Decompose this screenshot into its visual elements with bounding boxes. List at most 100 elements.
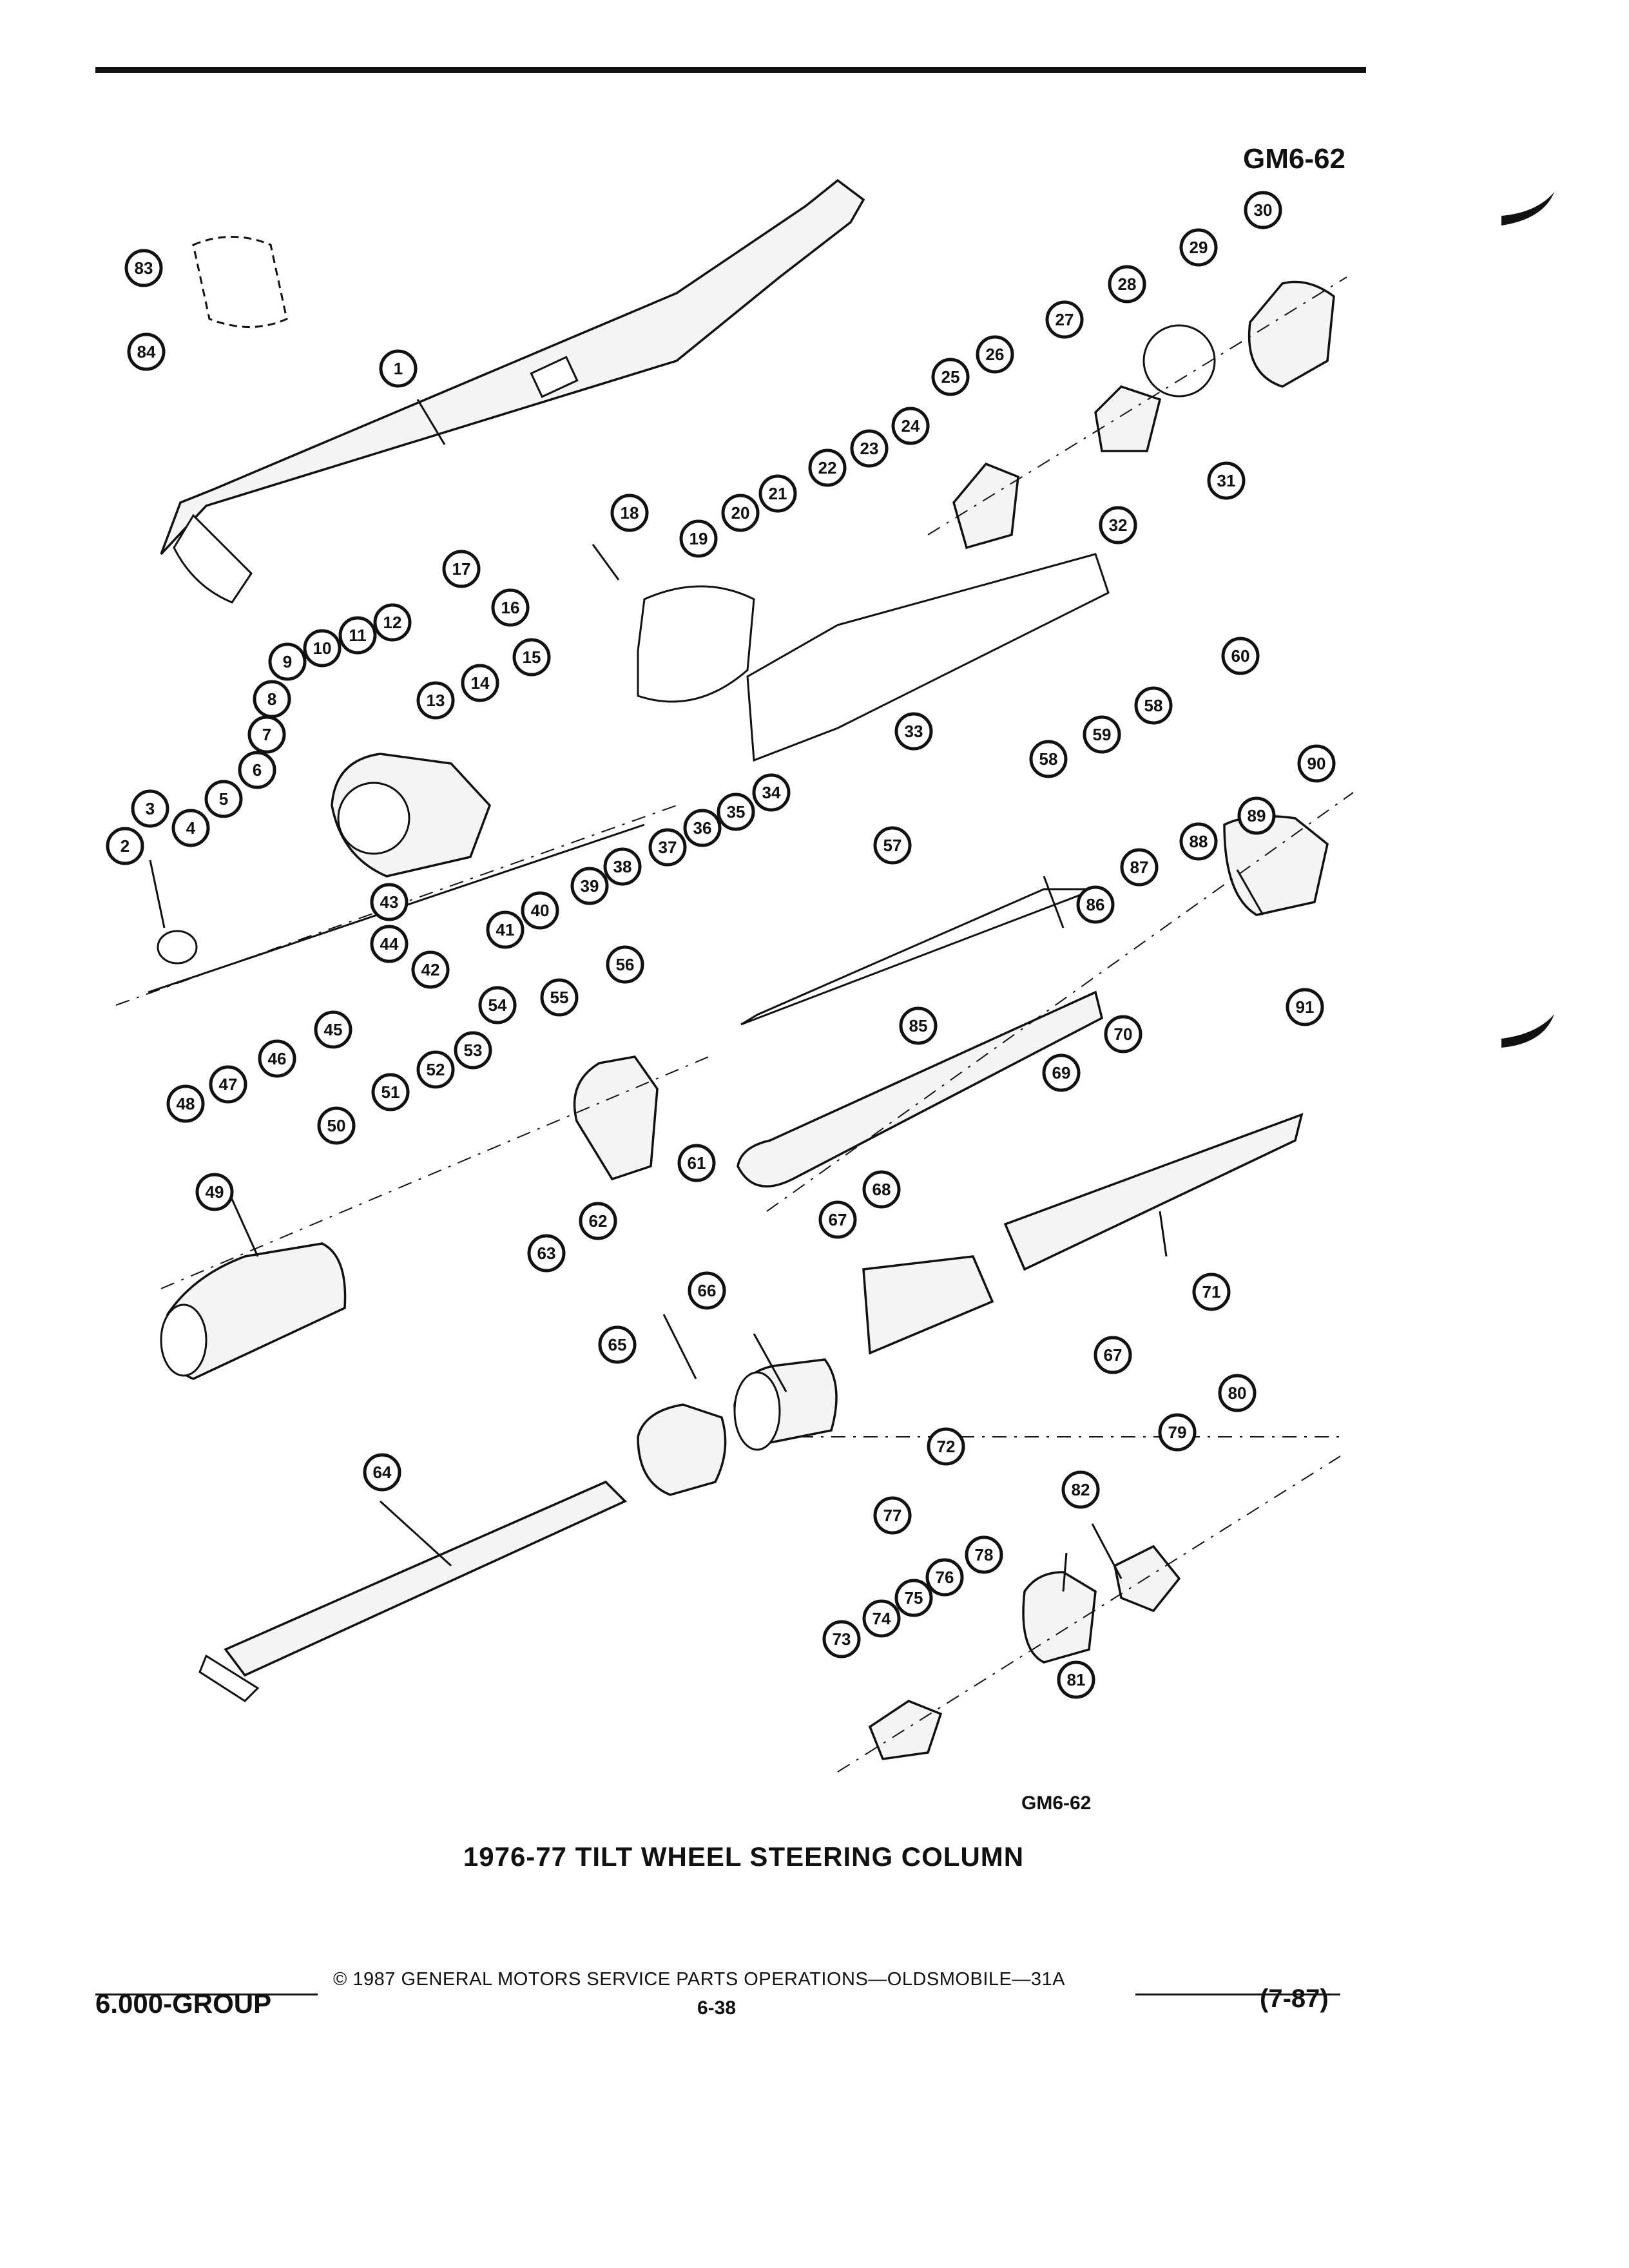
- svg-text:9: 9: [283, 652, 292, 671]
- svg-text:58: 58: [1144, 696, 1163, 715]
- callout-39: 39: [570, 867, 609, 905]
- svg-text:25: 25: [941, 367, 960, 387]
- svg-text:71: 71: [1202, 1282, 1221, 1302]
- callout-71: 71: [1192, 1273, 1231, 1311]
- callout-21: 21: [758, 474, 797, 513]
- svg-text:46: 46: [268, 1049, 287, 1068]
- callout-13: 13: [416, 681, 455, 720]
- callout-58b: 58: [1134, 686, 1173, 725]
- callout-29: 29: [1179, 228, 1218, 267]
- callout-16: 16: [491, 588, 530, 627]
- svg-text:57: 57: [883, 836, 902, 855]
- svg-text:75: 75: [905, 1588, 923, 1608]
- svg-text:29: 29: [1190, 238, 1208, 257]
- svg-text:76: 76: [936, 1568, 954, 1587]
- callout-15: 15: [512, 638, 551, 677]
- callout-60: 60: [1221, 637, 1260, 675]
- callout-83: 83: [124, 249, 163, 287]
- callout-4: 4: [171, 809, 210, 847]
- svg-text:84: 84: [137, 342, 156, 361]
- callout-74: 74: [862, 1599, 901, 1638]
- svg-text:70: 70: [1114, 1024, 1133, 1044]
- callout-38: 38: [603, 847, 642, 886]
- svg-text:56: 56: [616, 955, 635, 974]
- callout-54: 54: [478, 986, 517, 1024]
- svg-text:67: 67: [1104, 1345, 1123, 1365]
- svg-text:32: 32: [1109, 515, 1128, 535]
- callout-55: 55: [540, 978, 579, 1017]
- svg-text:42: 42: [421, 960, 440, 979]
- copyright-notice: © 1987 GENERAL MOTORS SERVICE PARTS OPER…: [333, 1969, 1065, 1990]
- svg-text:83: 83: [135, 258, 153, 278]
- svg-text:62: 62: [589, 1211, 608, 1231]
- callout-62: 62: [579, 1202, 617, 1240]
- callout-63: 63: [527, 1234, 566, 1273]
- parts-drawings: [148, 178, 1335, 1760]
- callout-90: 90: [1297, 744, 1336, 783]
- callout-66: 66: [688, 1271, 726, 1310]
- callout-76: 76: [925, 1558, 964, 1597]
- callout-48: 48: [166, 1084, 205, 1123]
- svg-text:55: 55: [550, 988, 569, 1007]
- svg-text:66: 66: [698, 1281, 717, 1300]
- svg-text:44: 44: [380, 934, 399, 954]
- svg-text:16: 16: [501, 598, 520, 617]
- callout-14: 14: [461, 664, 499, 702]
- callout-80: 80: [1218, 1374, 1257, 1412]
- callout-labels: 1 2 3 4 5 6 7 8 9 10 11 12 13 14 15 16 1…: [106, 191, 1336, 1699]
- callout-86: 86: [1076, 885, 1115, 924]
- callout-19: 19: [679, 519, 718, 558]
- binding-marks: [1501, 192, 1554, 1048]
- svg-text:35: 35: [727, 802, 746, 822]
- svg-text:61: 61: [688, 1153, 706, 1173]
- svg-text:30: 30: [1254, 200, 1273, 220]
- callout-45: 45: [314, 1010, 352, 1049]
- svg-text:52: 52: [427, 1060, 445, 1079]
- header-rule: [95, 67, 1366, 73]
- svg-text:12: 12: [383, 613, 402, 632]
- svg-text:87: 87: [1130, 858, 1149, 877]
- svg-text:86: 86: [1086, 895, 1105, 914]
- svg-text:77: 77: [883, 1506, 902, 1525]
- svg-text:10: 10: [313, 639, 332, 658]
- revision-date: (7-87): [1260, 1984, 1329, 2013]
- callout-70: 70: [1104, 1015, 1142, 1053]
- callout-10: 10: [303, 629, 342, 668]
- callout-67a: 67: [818, 1200, 857, 1239]
- callout-20: 20: [721, 494, 760, 532]
- callout-17: 17: [442, 550, 481, 588]
- svg-text:20: 20: [731, 503, 750, 523]
- callout-9: 9: [268, 642, 307, 681]
- callout-53: 53: [454, 1031, 492, 1070]
- callout-52: 52: [416, 1050, 455, 1089]
- svg-text:82: 82: [1072, 1480, 1090, 1499]
- callout-8: 8: [253, 680, 291, 718]
- svg-text:26: 26: [986, 345, 1005, 364]
- callout-82: 82: [1061, 1470, 1100, 1509]
- callout-25: 25: [931, 358, 970, 396]
- figure-caption: 1976-77 TILT WHEEL STEERING COLUMN: [463, 1841, 1025, 1872]
- callout-7: 7: [247, 715, 286, 754]
- callout-51: 51: [371, 1073, 410, 1111]
- figure-code-top: GM6-62: [1243, 143, 1345, 175]
- callout-11: 11: [338, 616, 377, 655]
- callout-6: 6: [238, 751, 276, 789]
- callout-78: 78: [965, 1535, 1003, 1574]
- svg-text:37: 37: [659, 838, 677, 857]
- callout-47: 47: [209, 1065, 247, 1104]
- svg-text:23: 23: [860, 439, 879, 458]
- svg-text:69: 69: [1052, 1063, 1071, 1082]
- svg-text:11: 11: [349, 626, 367, 645]
- svg-text:39: 39: [581, 876, 599, 896]
- callout-3: 3: [131, 789, 169, 828]
- callout-88: 88: [1179, 822, 1218, 861]
- callout-2: 2: [106, 827, 144, 865]
- svg-text:24: 24: [901, 416, 920, 436]
- svg-text:85: 85: [909, 1016, 928, 1035]
- svg-text:43: 43: [380, 892, 399, 912]
- callout-59: 59: [1083, 715, 1121, 754]
- callout-40: 40: [521, 891, 559, 930]
- svg-text:74: 74: [872, 1609, 891, 1628]
- callout-81: 81: [1057, 1660, 1095, 1699]
- svg-text:65: 65: [608, 1335, 627, 1354]
